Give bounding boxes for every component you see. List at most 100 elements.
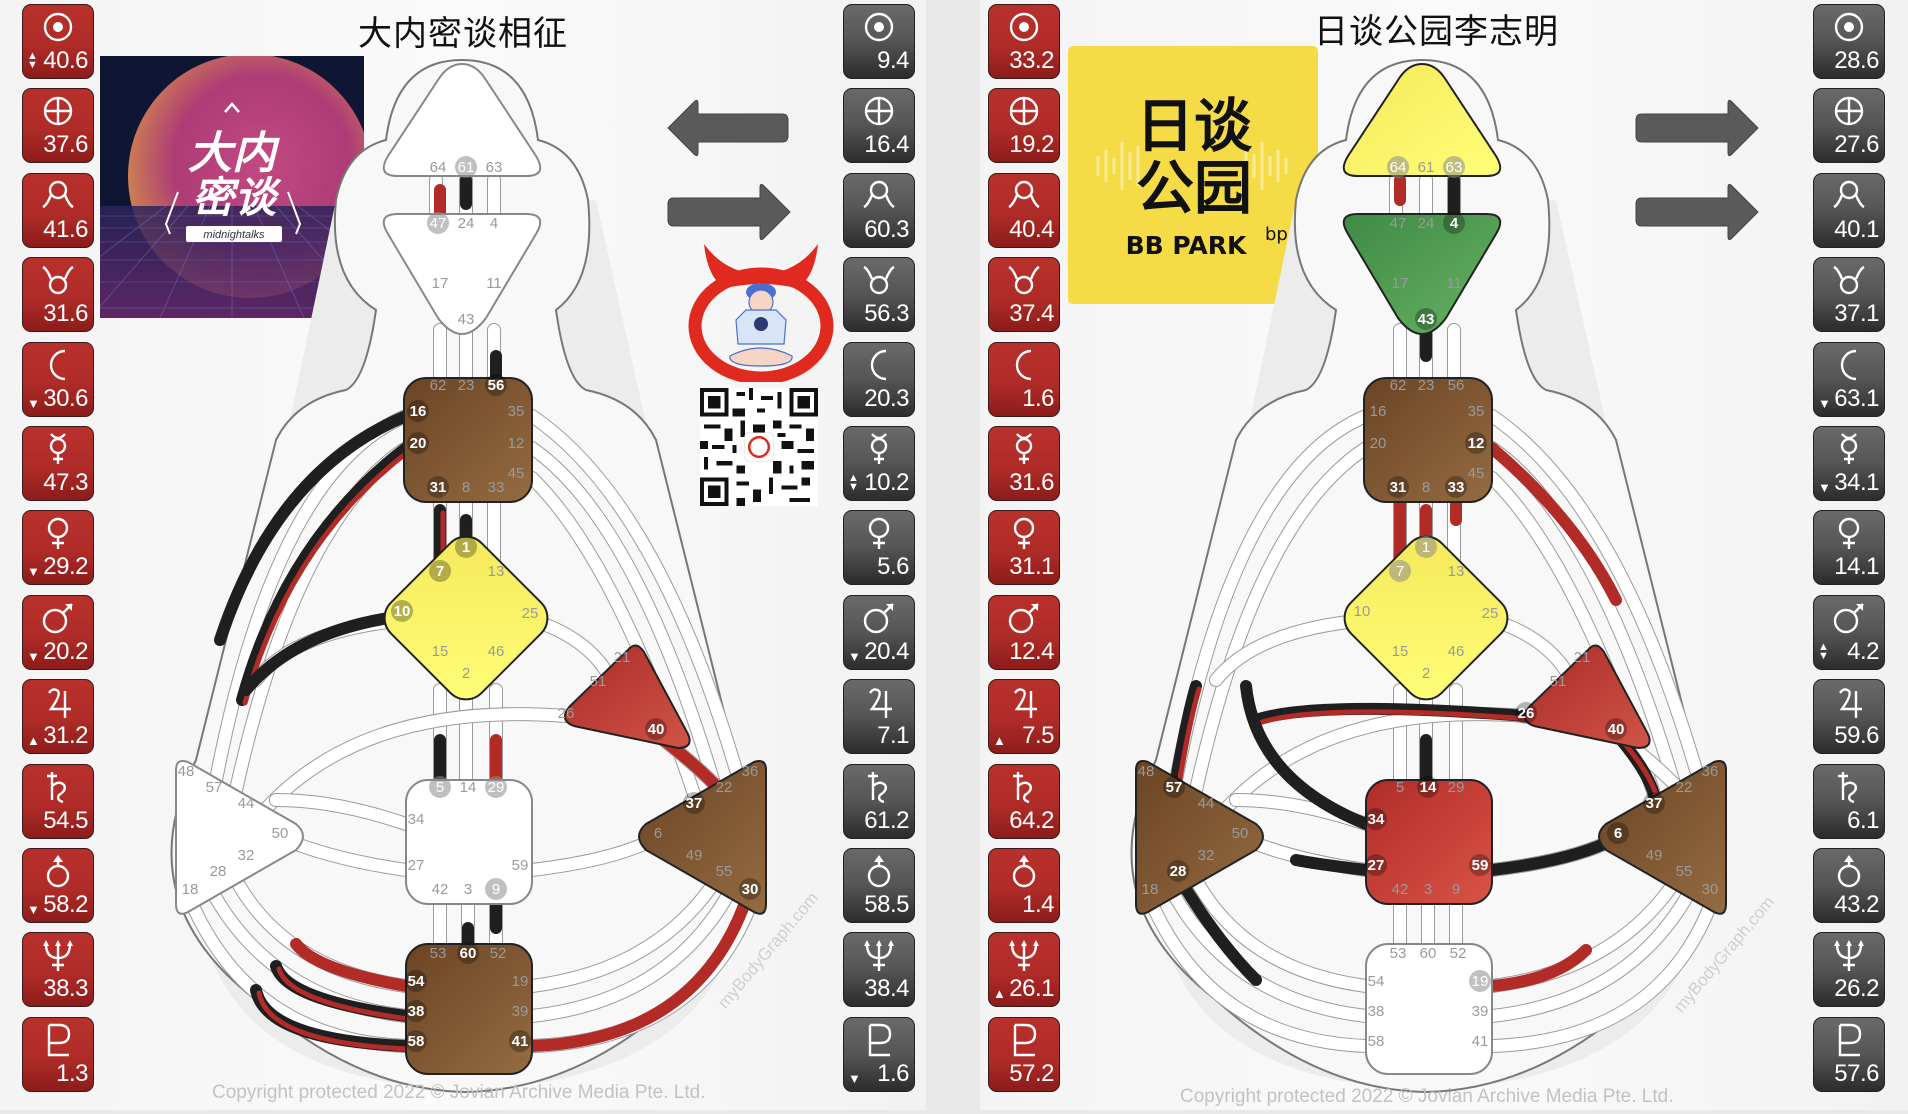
gate-45[interactable]: 45 xyxy=(1468,465,1485,482)
center-sacral[interactable] xyxy=(1365,779,1493,905)
planet-card-jupiter[interactable]: ▲7.5 xyxy=(988,679,1060,755)
gate-20[interactable]: 20 xyxy=(1370,435,1387,452)
gate-21[interactable]: 21 xyxy=(1574,649,1591,666)
planet-card-moon[interactable]: 20.3 xyxy=(843,341,915,417)
gate-26[interactable]: 26 xyxy=(1518,705,1535,722)
gate-24[interactable]: 24 xyxy=(458,215,475,232)
center-head[interactable] xyxy=(1342,62,1502,177)
gate-49[interactable]: 49 xyxy=(1646,847,1663,864)
gate-42[interactable]: 42 xyxy=(432,881,449,898)
center-ajna[interactable] xyxy=(382,213,542,335)
gate-29[interactable]: 29 xyxy=(488,779,505,796)
gate-30[interactable]: 30 xyxy=(742,881,759,898)
planet-card-venus[interactable]: 5.6 xyxy=(843,510,915,586)
center-ajna[interactable] xyxy=(1342,213,1502,335)
gate-62[interactable]: 62 xyxy=(430,377,447,394)
gate-24[interactable]: 24 xyxy=(1418,215,1435,232)
center-g[interactable] xyxy=(1335,527,1516,708)
gate-62[interactable]: 62 xyxy=(1390,377,1407,394)
gate-47[interactable]: 47 xyxy=(1390,215,1407,232)
gate-59[interactable]: 59 xyxy=(1472,857,1489,874)
gate-54[interactable]: 54 xyxy=(1368,973,1385,990)
gate-35[interactable]: 35 xyxy=(508,403,525,420)
planet-card-north-node[interactable]: 40.1 xyxy=(1813,172,1885,248)
gate-22[interactable]: 22 xyxy=(1676,779,1693,796)
planet-card-mercury[interactable]: 47.3 xyxy=(22,425,94,501)
planet-card-pluto[interactable]: ▼1.6 xyxy=(843,1016,915,1092)
gate-14[interactable]: 14 xyxy=(1420,779,1437,796)
gate-57[interactable]: 57 xyxy=(1166,779,1183,796)
gate-7[interactable]: 7 xyxy=(436,563,444,580)
planet-card-saturn[interactable]: 54.5 xyxy=(22,763,94,839)
planet-card-moon[interactable]: ▼30.6 xyxy=(22,341,94,417)
center-root[interactable] xyxy=(405,943,533,1075)
gate-35[interactable]: 35 xyxy=(1468,403,1485,420)
planet-card-sun[interactable]: 33.2 xyxy=(988,4,1060,79)
gate-46[interactable]: 46 xyxy=(488,643,505,660)
gate-63[interactable]: 63 xyxy=(486,159,503,176)
gate-19[interactable]: 19 xyxy=(1472,973,1489,990)
gate-39[interactable]: 39 xyxy=(512,1003,529,1020)
next-arrow[interactable] xyxy=(1634,98,1764,158)
planet-card-neptune[interactable]: 26.2 xyxy=(1813,932,1885,1008)
gate-58[interactable]: 58 xyxy=(1368,1033,1385,1050)
planet-card-moon[interactable]: 1.6 xyxy=(988,341,1060,417)
gate-9[interactable]: 9 xyxy=(1452,881,1460,898)
planet-card-mercury[interactable]: ▲▼10.2 xyxy=(843,425,915,501)
gate-26[interactable]: 26 xyxy=(558,705,575,722)
planet-card-uranus[interactable]: ▼58.2 xyxy=(22,847,94,923)
gate-52[interactable]: 52 xyxy=(1450,945,1467,962)
planet-card-south-node[interactable]: 31.6 xyxy=(22,257,94,333)
gate-3[interactable]: 3 xyxy=(464,881,472,898)
gate-51[interactable]: 51 xyxy=(1550,673,1567,690)
gate-31[interactable]: 31 xyxy=(430,479,447,496)
gate-50[interactable]: 50 xyxy=(272,825,289,842)
gate-40[interactable]: 40 xyxy=(648,721,665,738)
center-throat[interactable] xyxy=(1363,377,1493,503)
center-solar-plexus[interactable] xyxy=(1598,760,1727,915)
gate-53[interactable]: 53 xyxy=(1390,945,1407,962)
center-ego[interactable] xyxy=(1523,644,1651,750)
gate-44[interactable]: 44 xyxy=(1198,795,1215,812)
gate-49[interactable]: 49 xyxy=(686,847,703,864)
gate-34[interactable]: 34 xyxy=(1368,811,1385,828)
gate-2[interactable]: 2 xyxy=(462,665,470,682)
gate-51[interactable]: 51 xyxy=(590,673,607,690)
gate-23[interactable]: 23 xyxy=(458,377,475,394)
gate-60[interactable]: 60 xyxy=(1420,945,1437,962)
planet-card-south-node[interactable]: 56.3 xyxy=(843,257,915,333)
gate-41[interactable]: 41 xyxy=(512,1033,529,1050)
gate-57[interactable]: 57 xyxy=(206,779,223,796)
gate-11[interactable]: 11 xyxy=(486,275,502,292)
planet-card-mars[interactable]: ▲▼4.2 xyxy=(1813,594,1885,670)
planet-card-neptune[interactable]: 38.4 xyxy=(843,932,915,1008)
planet-card-saturn[interactable]: 6.1 xyxy=(1813,763,1885,839)
gate-54[interactable]: 54 xyxy=(408,973,425,990)
gate-34[interactable]: 34 xyxy=(408,811,425,828)
planet-card-jupiter[interactable]: 7.1 xyxy=(843,679,915,755)
center-g[interactable] xyxy=(375,527,556,708)
planet-card-earth[interactable]: 37.6 xyxy=(22,88,94,164)
planet-card-pluto[interactable]: 57.6 xyxy=(1813,1016,1885,1092)
gate-2[interactable]: 2 xyxy=(1422,665,1430,682)
gate-30[interactable]: 30 xyxy=(1702,881,1719,898)
gate-12[interactable]: 12 xyxy=(508,435,525,452)
gate-47[interactable]: 47 xyxy=(430,215,447,232)
gate-8[interactable]: 8 xyxy=(462,479,470,496)
gate-16[interactable]: 16 xyxy=(1370,403,1387,420)
planet-card-pluto[interactable]: 1.3 xyxy=(22,1016,94,1092)
planet-card-mars[interactable]: ▼20.4 xyxy=(843,594,915,670)
gate-61[interactable]: 61 xyxy=(1418,159,1435,176)
gate-5[interactable]: 5 xyxy=(436,779,444,796)
planet-card-sun[interactable]: 9.4 xyxy=(843,4,915,79)
gate-40[interactable]: 40 xyxy=(1608,721,1625,738)
gate-6[interactable]: 6 xyxy=(654,825,662,842)
gate-23[interactable]: 23 xyxy=(1418,377,1435,394)
gate-27[interactable]: 27 xyxy=(408,857,425,874)
gate-15[interactable]: 15 xyxy=(1392,643,1409,660)
gate-50[interactable]: 50 xyxy=(1232,825,1249,842)
gate-22[interactable]: 22 xyxy=(716,779,733,796)
gate-39[interactable]: 39 xyxy=(1472,1003,1489,1020)
center-solar-plexus[interactable] xyxy=(638,760,767,915)
gate-37[interactable]: 37 xyxy=(686,795,703,812)
